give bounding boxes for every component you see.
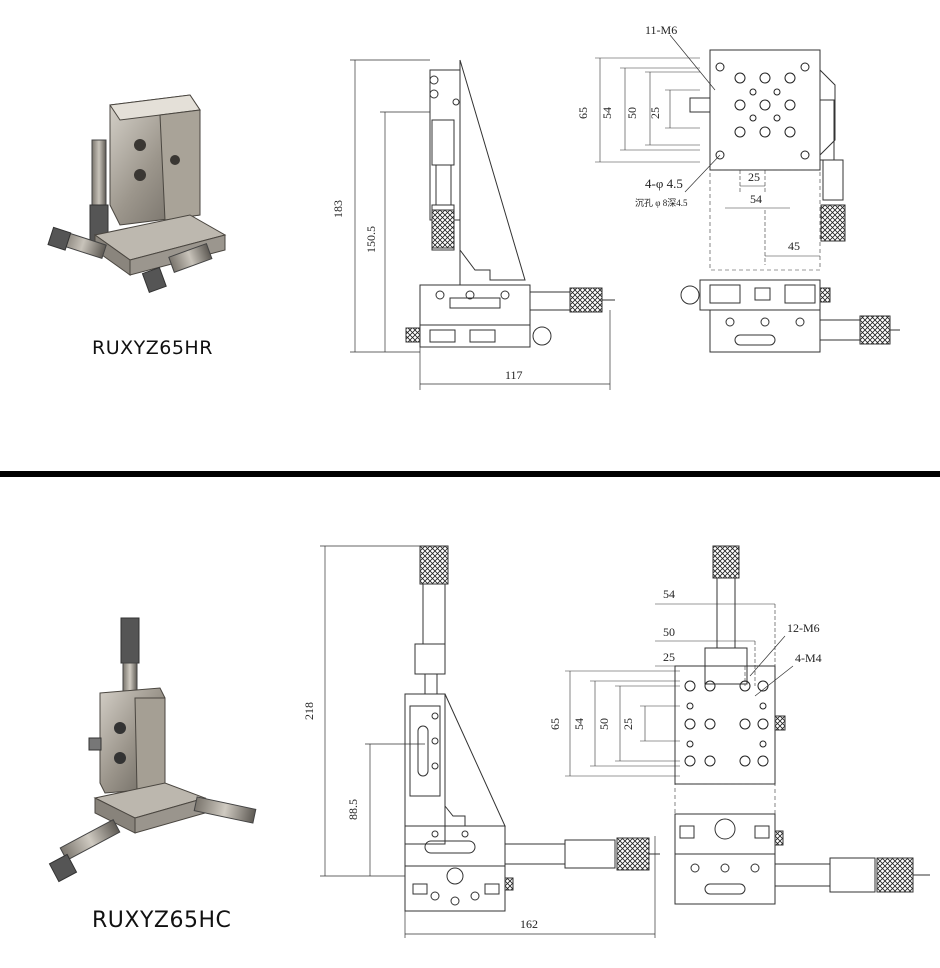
dim-height-stage-hc: 88.5 — [346, 799, 360, 820]
section-divider — [0, 471, 940, 477]
product-photo-hr — [47, 94, 227, 294]
svg-text:45: 45 — [788, 239, 800, 253]
top-view-drawing-hc: 54 50 25 12-M6 4-M4 65 54 50 25 — [548, 545, 930, 905]
svg-text:50: 50 — [663, 625, 675, 639]
bottom-panel: RUXYZ65HC 218 88.5 162 — [0, 478, 940, 968]
callout-m6: 12-M6 — [787, 621, 820, 635]
svg-text:54: 54 — [572, 718, 586, 730]
dim-width-total-hc: 162 — [520, 917, 538, 931]
svg-text:65: 65 — [548, 718, 562, 730]
svg-text:54: 54 — [663, 587, 675, 601]
callout-m4: 4-M4 — [795, 651, 822, 665]
dim-height-total: 183 — [331, 200, 345, 218]
side-view-drawing-hr: 183 150.5 117 — [331, 59, 615, 390]
dim-height-stage: 150.5 — [364, 226, 378, 253]
dim-width-total: 117 — [505, 368, 523, 382]
model-label-hc: RUXYZ65HC — [92, 908, 232, 933]
svg-text:25: 25 — [648, 107, 662, 119]
dim-height-total-hc: 218 — [302, 702, 316, 720]
callout-holes: 11-M6 — [645, 23, 677, 37]
side-view-drawing-hc: 218 88.5 162 — [302, 545, 660, 938]
svg-text:25: 25 — [621, 718, 635, 730]
callout-counterbore: 4-φ 4.5 — [645, 176, 683, 191]
svg-text:54: 54 — [600, 107, 614, 119]
model-label-hr: RUXYZ65HR — [92, 337, 213, 359]
product-photo-hc — [48, 617, 257, 883]
callout-counterbore-note: 沉孔 φ 8深4.5 — [635, 198, 688, 208]
svg-text:50: 50 — [625, 107, 639, 119]
top-panel: RUXYZ65HR 183 — [0, 0, 940, 472]
svg-text:25: 25 — [663, 650, 675, 664]
svg-text:65: 65 — [576, 107, 590, 119]
svg-text:25: 25 — [748, 170, 760, 184]
svg-text:50: 50 — [597, 718, 611, 730]
svg-text:54: 54 — [750, 192, 762, 206]
top-view-drawing-hr: 11-M6 65 54 50 25 — [576, 23, 900, 353]
